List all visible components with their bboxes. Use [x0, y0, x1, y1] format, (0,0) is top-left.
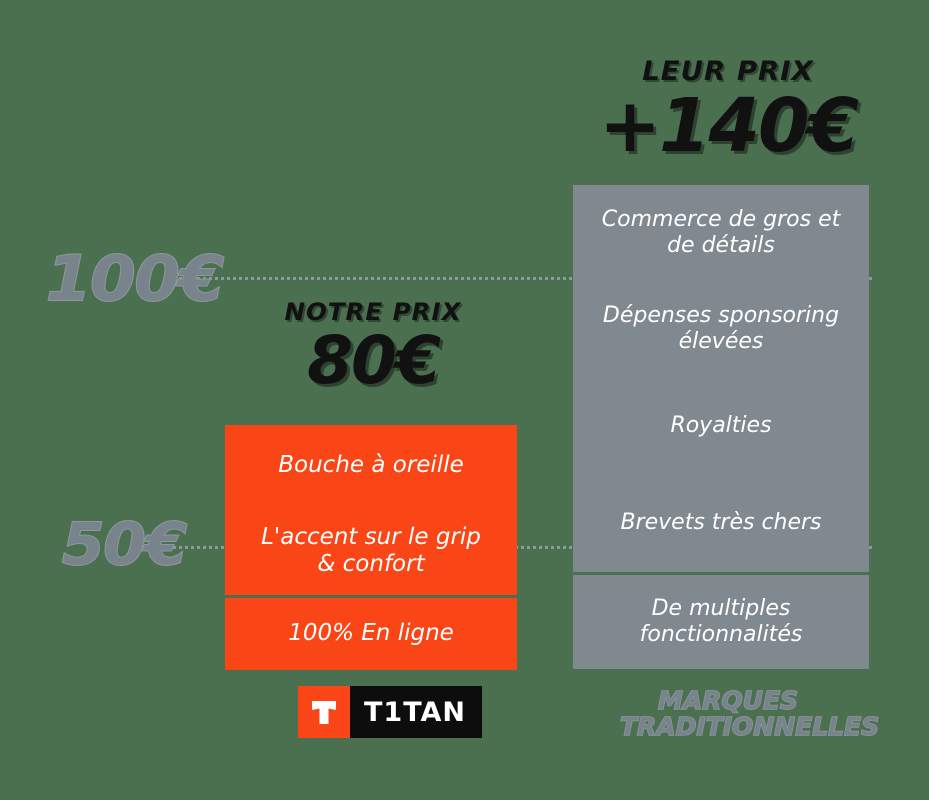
t-glyph-icon [298, 686, 350, 738]
ours-column: Bouche à oreille L'accent sur le grip& c… [225, 425, 517, 670]
axis-tick-50: 50€ [61, 510, 188, 578]
theirs-item: Royalties [573, 377, 869, 474]
theirs-amount: +140€ [599, 83, 859, 169]
theirs-brand-label: MARQUES TRADITIONNELLES [619, 686, 880, 741]
theirs-brand-line1: MARQUES [657, 686, 799, 715]
t1tan-wordmark-text: T1TAN [364, 696, 467, 728]
ours-item: L'accent sur le grip& confort [225, 507, 517, 595]
t1tan-mark-icon [298, 686, 350, 738]
theirs-divider [573, 572, 869, 575]
ours-item: 100% En ligne [225, 598, 517, 670]
t1tan-logo: T1TAN [298, 686, 483, 738]
theirs-headline: LEUR PRIX +140€ [598, 56, 859, 169]
ours-item: Bouche à oreille [225, 425, 517, 507]
theirs-kicker: LEUR PRIX [642, 56, 814, 87]
ours-kicker: NOTRE PRIX [284, 298, 462, 326]
axis-tick-100: 100€ [45, 242, 225, 315]
ours-headline: NOTRE PRIX 80€ [248, 300, 498, 393]
t1tan-wordmark: T1TAN [350, 686, 483, 738]
ours-divider [225, 595, 517, 598]
theirs-item: Brevets très chers [573, 474, 869, 572]
theirs-brand-line2: TRADITIONNELLES [619, 711, 880, 741]
gridline-100 [172, 277, 872, 280]
ours-amount: 80€ [307, 322, 441, 399]
